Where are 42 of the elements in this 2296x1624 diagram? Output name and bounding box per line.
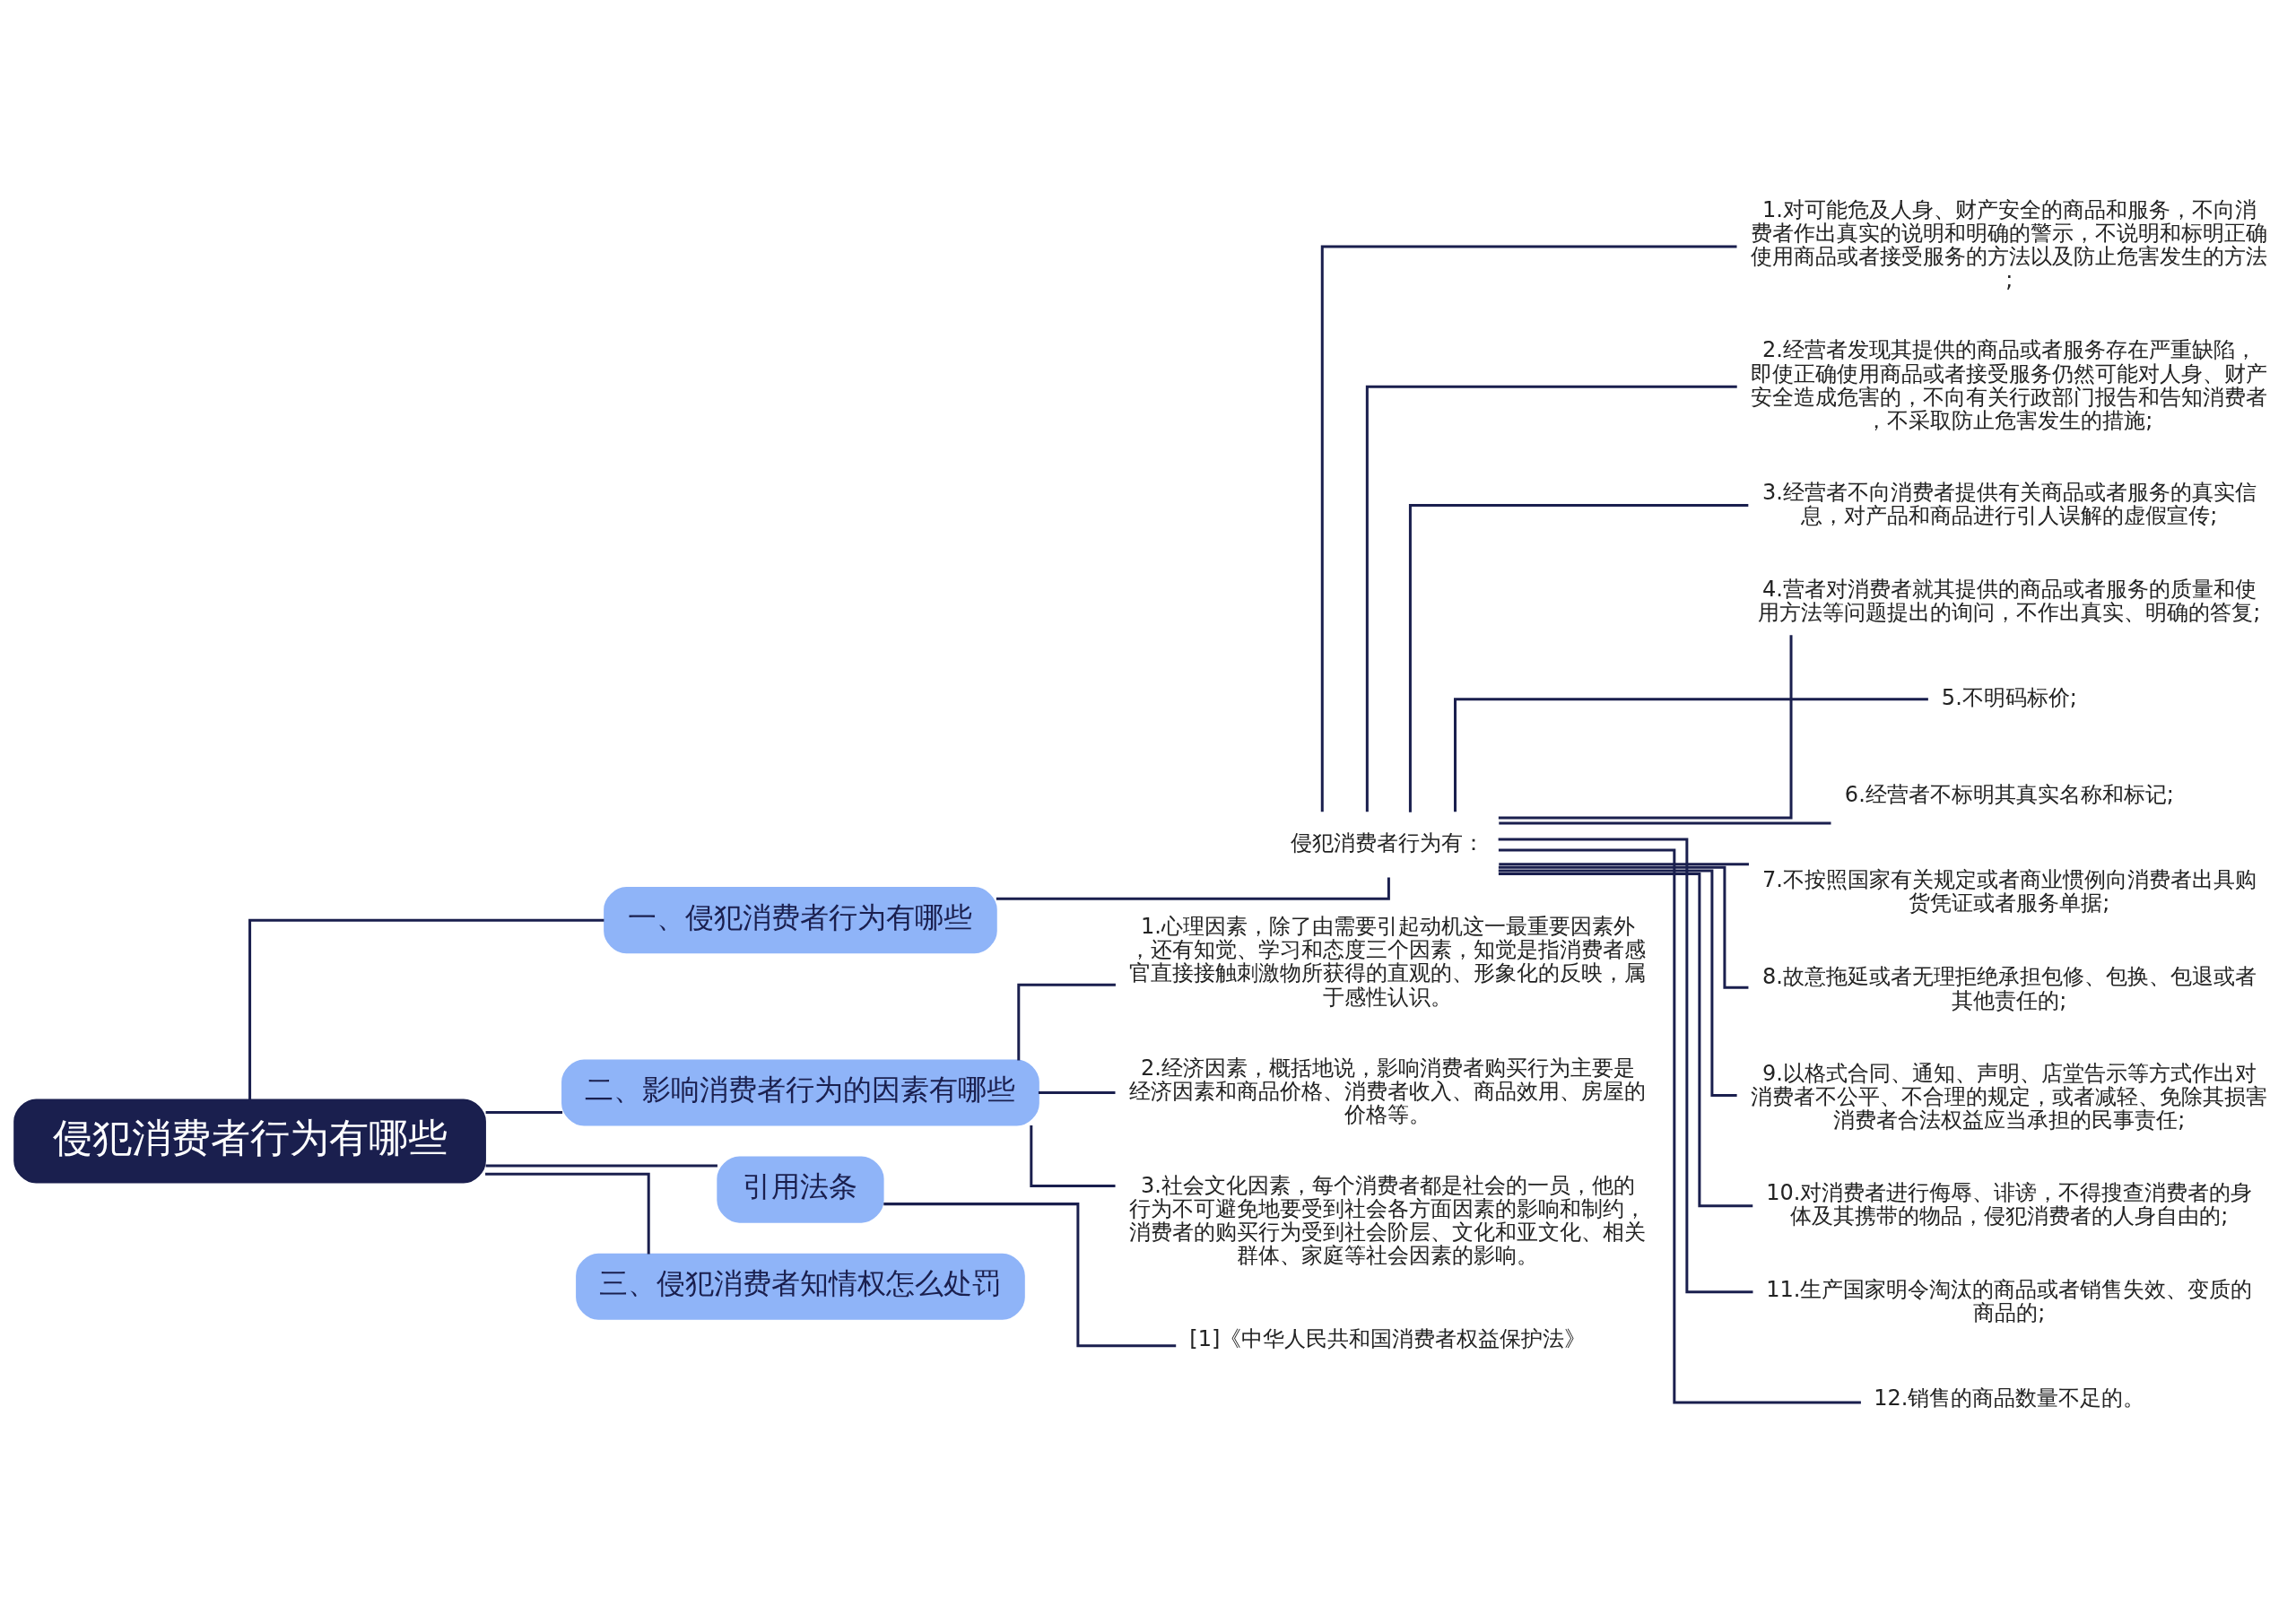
connector — [1030, 1125, 1116, 1187]
connector — [883, 1202, 1177, 1347]
connector — [1365, 385, 1737, 812]
node-text: 侵犯消费者行为有： — [1291, 829, 1485, 855]
node-text: 8.故意拖延或者无理拒绝承担包修、包换、包退或者其他责任的; — [1761, 963, 2257, 1013]
node-text: 7.不按照国家有关规定或者商业惯例向消费者出具购货凭证或者服务单据; — [1761, 866, 2257, 916]
connector — [1038, 1090, 1116, 1094]
node-text: 5.不明码标价; — [1941, 684, 2077, 710]
connector — [1499, 821, 1831, 824]
node-text: 4.营者对消费者就其提供的商品或者服务的质量和使用方法等问题提出的询问，不作出真实、明确的答复; — [1758, 576, 2261, 625]
node-text: [1]《中华人民共和国消费者权益保护法》 — [1189, 1325, 1587, 1351]
node-text: 9.以格式合同、通知、声明、店堂告示等方式作出对消费者不公平、不合理的规定，或者减轻、免除其损害消费者合法权益应当承担的民事责任; — [1751, 1060, 2268, 1133]
connector — [1499, 862, 1749, 865]
connector — [1498, 838, 1753, 1293]
node-text: 12.销售的商品数量不足的。 — [1874, 1385, 2145, 1411]
node-text: 3.经营者不向消费者提供有关商品或者服务的真实信息，对产品和商品进行引人误解的虚假宣传; — [1761, 479, 2257, 528]
connector — [485, 1172, 650, 1254]
connector — [1320, 245, 1737, 812]
connector — [248, 918, 604, 1099]
node-text: 11.生产国家明令淘汰的商品或者销售失效、变质的商品的; — [1766, 1276, 2253, 1325]
connector — [1498, 848, 1861, 1403]
connector — [1498, 865, 1749, 989]
node-box: 一、侵犯消费者行为有哪些 — [604, 886, 997, 953]
connector — [485, 1110, 563, 1114]
node-box: 引用法条 — [717, 1156, 884, 1223]
node-text: 2.经济因素，概括地说，影响消费者购买行为主要是经济因素和商品价格、消费者收入、商品效用、房屋的价格等。 — [1129, 1055, 1647, 1127]
node-box: 侵犯消费者行为有哪些 — [13, 1098, 486, 1184]
node-box: 三、侵犯消费者知情权怎么处罚 — [576, 1253, 1025, 1320]
node-text: 10.对消费者进行侮辱、诽谤，不得搜查消费者的身体及其携带的物品，侵犯消费者的人身自由的; — [1766, 1179, 2253, 1229]
connector — [485, 1163, 718, 1167]
node-text: 2.经营者发现其提供的商品或者服务存在严重缺陷，即使正确使用商品或者接受服务仍然可能对人身、财产安全造成危害的，不向有关行政部门报告和告知消费者，不采取防止危害发生的措施; — [1751, 336, 2268, 433]
node-box: 二、影响消费者行为的因素有哪些 — [561, 1058, 1039, 1125]
connector — [1498, 872, 1753, 1207]
connector — [1498, 634, 1793, 819]
connector — [1498, 868, 1737, 1097]
node-text: 1.对可能危及人身、财产安全的商品和服务，不向消费者作出真实的说明和明确的警示，不说明和标明正确使用商品或者接受服务的方法以及防止危害发生的方法; — [1751, 196, 2268, 292]
node-text: 1.心理因素，除了由需要引起动机这一最重要因素外，还有知觉、学习和态度三个因素，知觉是指消费者感官直接接触刺激物所获得的直观的、形象化的反映，属于感性认识。 — [1129, 913, 1647, 1010]
connector — [1408, 503, 1749, 812]
node-text: 6.经营者不标明其真实名称和标记; — [1844, 781, 2174, 807]
connector — [1017, 983, 1116, 1060]
node-text: 3.社会文化因素，每个消费者都是社会的一员，他的行为不可避免地要受到社会各方面因素的影响和制约，消费者的购买行为受到社会阶层、文化和亚文化、相关群体、家庭等社会因素的影响。 — [1129, 1172, 1647, 1268]
connector — [1454, 697, 1928, 812]
